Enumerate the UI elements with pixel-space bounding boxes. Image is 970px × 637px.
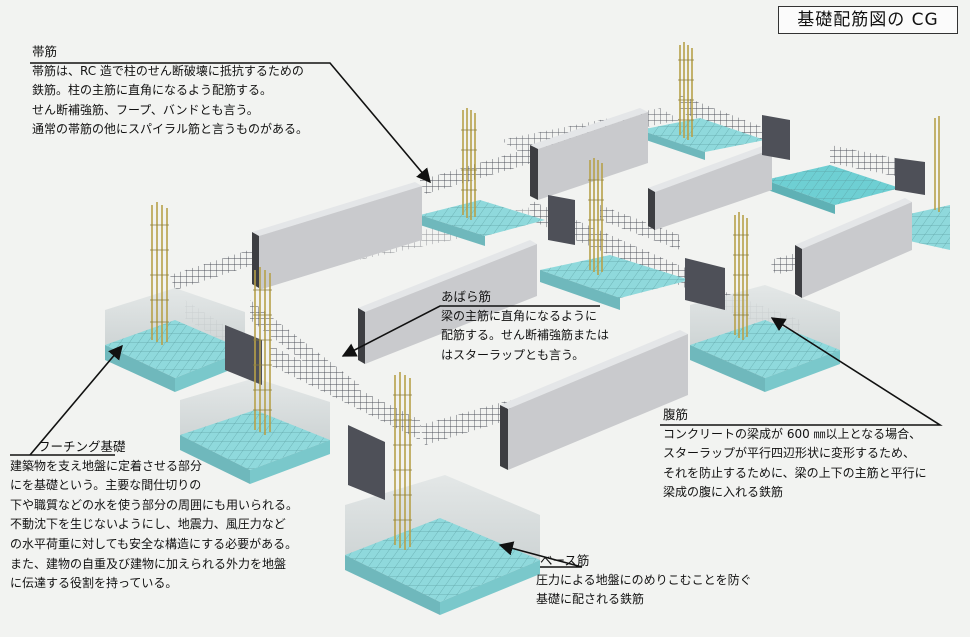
- leader-lines: [10, 62, 943, 568]
- column-rebar-back-right: [678, 42, 694, 140]
- leader-abara: [341, 305, 600, 357]
- cage-mid-row: [170, 248, 262, 290]
- annotation-footing-line: にを基礎という。主要な間仕切りの: [10, 478, 202, 493]
- annotation-footing-line: 不動沈下を生じないようにし、地震力、風圧力など: [10, 517, 286, 532]
- cage-center-cross-2: [600, 205, 680, 250]
- column-rebar-back-center: [461, 108, 477, 220]
- annotation-hara: 腹筋 コンクリートの梁成が 600 ㎜以上となる場合、 スターラップが平行四辺形…: [663, 405, 927, 503]
- beam-front-right: [500, 330, 688, 470]
- column-base-center: [548, 195, 575, 245]
- diagram-title: 基礎配筋図の CG: [778, 6, 958, 34]
- leader-base: [498, 541, 583, 568]
- annotation-abara-heading: あばら筋: [441, 289, 492, 304]
- annotation-footing-line: 下や職質などの水を使う部分の周囲にも用いられる。: [10, 497, 299, 512]
- annotation-footing-heading: フーチング基礎: [38, 439, 126, 454]
- cage-front-diag: [270, 345, 420, 440]
- annotation-abara-line: 梁の主筋に直角になるように: [441, 308, 598, 323]
- annotation-hara-line: 梁成の腹に入れる鉄筋: [663, 485, 784, 499]
- column-rebar-left: [150, 202, 169, 345]
- column-base-front: [348, 425, 385, 500]
- annotation-obi: 帯筋 帯筋は、RC 造で柱のせん断破壊に抵抗するための 鉄筋。柱の主筋に直角にな…: [32, 42, 308, 140]
- annotation-abara: あばら筋 梁の主筋に直角になるように 配筋する。せん断補強筋または はスターラッ…: [441, 287, 609, 365]
- annotation-hara-line: スターラップが平行四辺形状に変形するため、: [663, 446, 916, 460]
- footing-edge-right: [905, 205, 950, 250]
- footing-front-center: [345, 475, 540, 615]
- beam-back-far: [530, 108, 648, 200]
- column-rebar-right: [733, 212, 749, 340]
- leader-hara: [660, 317, 943, 426]
- footing-far-right: [765, 165, 900, 214]
- annotation-obi-heading: 帯筋: [32, 44, 58, 59]
- annotation-obi-line: 鉄筋。柱の主筋に直角になるよう配筋する。: [32, 83, 273, 97]
- column-base-back-right: [762, 115, 790, 160]
- annotation-footing-line: に伝達する役割を持っている。: [10, 576, 178, 591]
- annotation-obi-line: せん断補強筋、フープ、バンドとも言う。: [32, 102, 259, 117]
- annotation-base-heading: ベース筋: [540, 553, 590, 568]
- annotation-footing: フーチング基礎 建築物を支え地盤に定着させる部分 にを基礎という。主要な間仕切り…: [10, 437, 298, 594]
- annotation-obi-line: 帯筋は、RC 造で柱のせん断破壊に抵抗するための: [32, 63, 304, 78]
- annotation-hara-heading: 腹筋: [663, 407, 689, 422]
- column-rebar-center: [588, 158, 604, 275]
- annotation-abara-line: 配筋する。せん断補強筋または: [441, 328, 610, 342]
- annotation-base-line: 基礎に配される鉄筋: [536, 592, 645, 606]
- footing-right-front: [690, 285, 840, 392]
- annotation-base-line: 圧力による地盤にのめりこむことを防ぐ: [536, 572, 752, 587]
- annotation-base: ベース筋 圧力による地盤にのめりこむことを防ぐ 基礎に配される鉄筋: [536, 551, 752, 610]
- column-rebar-left-front: [253, 267, 272, 435]
- column-rebar: [150, 42, 940, 550]
- column-rebar-right-far: [934, 116, 940, 212]
- column-base-right: [685, 258, 725, 310]
- annotation-footing-line: の水平荷重に対しても安全な構造にする必要がある。: [10, 536, 298, 551]
- concrete-beams: [252, 108, 912, 470]
- footing-center: [540, 255, 690, 310]
- column-base-left: [225, 325, 262, 385]
- cage-mid-center: [420, 148, 535, 194]
- column-bases: [225, 115, 925, 500]
- column-rebar-front: [393, 372, 412, 550]
- footing-back-right: [640, 118, 765, 160]
- annotation-hara-line: それを防止するために、梁の上下の主筋と平行に: [663, 465, 927, 480]
- beam-center-right: [648, 145, 772, 230]
- annotation-obi-line: 通常の帯筋の他にスパイラル筋と言うものがある。: [32, 122, 309, 136]
- footing-left-back: [105, 288, 245, 392]
- beam-mid-left: [358, 240, 537, 364]
- annotation-hara-line: コンクリートの梁成が 600 ㎜以上となる場合、: [663, 426, 922, 441]
- footings: [105, 118, 950, 615]
- footing-left-front: [180, 378, 330, 484]
- annotation-footing-line: 建築物を支え地盤に定着させる部分: [10, 458, 203, 473]
- cage-right-top: [830, 145, 905, 178]
- leader-obi: [30, 62, 431, 184]
- annotation-footing-line: また、建物の自重及び建物に加えられる外力を地盤: [10, 556, 287, 571]
- beam-back-left: [252, 182, 422, 290]
- column-base-right-top: [895, 158, 925, 195]
- cage-back-right: [680, 95, 765, 145]
- annotation-abara-line: はスターラップとも言う。: [441, 347, 585, 362]
- cage-front-mid: [420, 400, 515, 445]
- leader-footing-arrow: [29, 344, 123, 456]
- beam-right: [795, 198, 912, 298]
- footing-back-center: [420, 200, 545, 246]
